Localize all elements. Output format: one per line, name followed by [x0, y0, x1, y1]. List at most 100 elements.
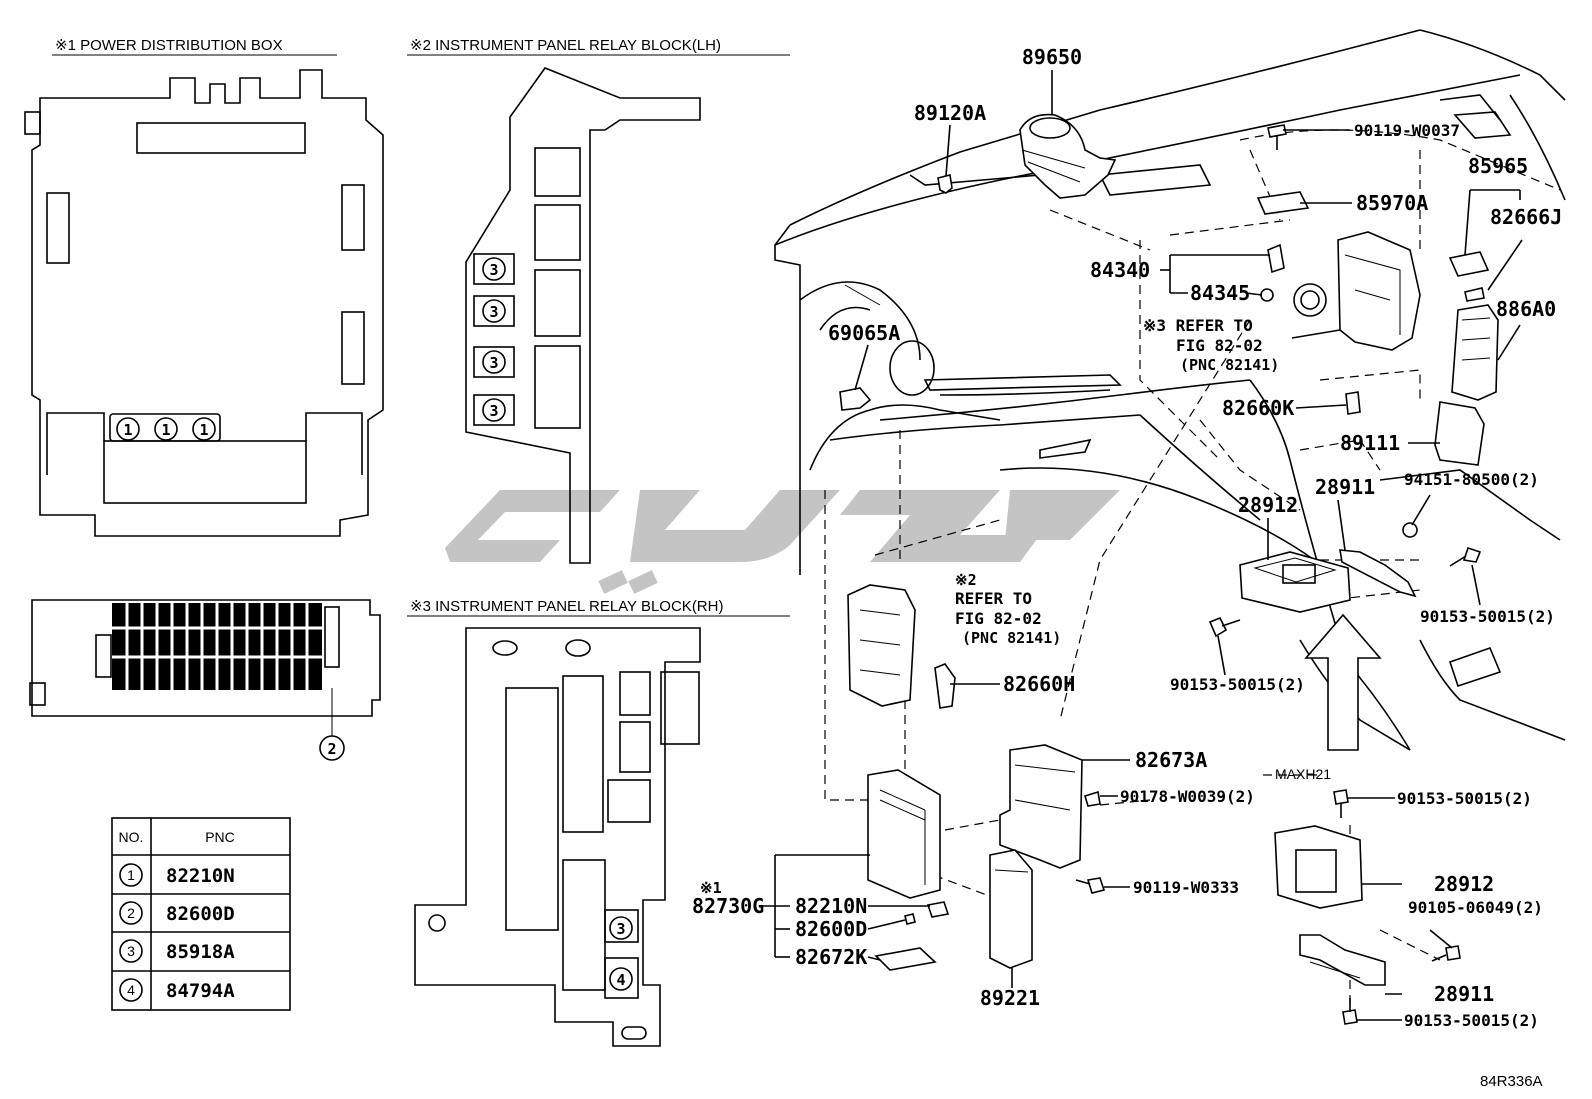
- part-84345-switch: [1260, 243, 1285, 302]
- label-90105-06049: 90105-06049(2): [1408, 898, 1543, 917]
- title-relay-block-rh: ※3 INSTRUMENT PANEL RELAY BLOCK(RH): [410, 598, 723, 615]
- pnc-table: NO. PNC 1 82210N 2 82600D 3 85918A 4 847…: [111, 817, 291, 1011]
- label-90119-W0333: 90119-W0333: [1133, 878, 1239, 897]
- part-28912-ecu-maxh21: [1274, 825, 1363, 909]
- part-82730G-junction-block: [867, 769, 941, 899]
- part-90153-bolt-c: [1333, 789, 1349, 818]
- part-28912-ecu: [1239, 551, 1351, 613]
- label-94151-80500: 94151-80500(2): [1404, 470, 1539, 489]
- table-row-no: 2: [127, 905, 135, 921]
- label-90119-W0037: 90119-W0037: [1354, 121, 1460, 140]
- svg-text:1: 1: [161, 421, 170, 439]
- label-refer2-c: FIG 82-02: [955, 609, 1042, 628]
- part-90178-clip: [1084, 790, 1101, 807]
- svg-text:3: 3: [489, 303, 498, 321]
- label-886A0: 886A0: [1496, 297, 1556, 321]
- title-relay-block-lh: ※2 INSTRUMENT PANEL RELAY BLOCK(LH): [410, 37, 721, 54]
- svg-text:2: 2: [327, 740, 336, 758]
- svg-text:1: 1: [199, 421, 208, 439]
- label-82660H: 82660H: [1003, 672, 1075, 696]
- relay-block-rh: [414, 627, 701, 1047]
- leader-lines: [760, 70, 1523, 1021]
- part-89120A-clip: [937, 174, 953, 194]
- power-distribution-box-top: [24, 69, 384, 537]
- label-28912-b: 28912: [1434, 872, 1494, 896]
- part-90153-bolt-b: [1208, 616, 1241, 638]
- relay-block-lh: [465, 67, 701, 564]
- part-89650-sensor: [1019, 113, 1117, 199]
- part-82660K-relay: [1345, 391, 1361, 415]
- label-89111: 89111: [1340, 431, 1400, 455]
- part-85970A-bracket: [1256, 191, 1310, 215]
- table-row-no: 3: [127, 943, 135, 959]
- part-82666J-clip: [1464, 287, 1485, 302]
- relay-callout-3: 3: [482, 350, 506, 374]
- label-84340: 84340: [1090, 258, 1150, 282]
- table-row-pnc: 84794A: [166, 980, 235, 1002]
- label-82600D: 82600D: [795, 917, 867, 941]
- part-90153-bolt-a: [1449, 546, 1482, 567]
- label-82210N: 82210N: [795, 894, 867, 918]
- svg-text:3: 3: [616, 920, 625, 938]
- arrow-up-icon: [1304, 613, 1382, 751]
- part-82672K-cover: [874, 947, 937, 971]
- part-90119W0037-bolt: [1267, 124, 1287, 150]
- fuse-callout-2: 2: [319, 735, 345, 761]
- table-header-no: NO.: [119, 829, 144, 845]
- part-28911-bracket: [1339, 549, 1417, 598]
- label-refer2-a: ※2: [955, 571, 977, 589]
- part-82673A-bracket: [999, 744, 1083, 869]
- label-maxh21: MAXH21: [1275, 766, 1331, 782]
- label-28912-a: 28912: [1238, 493, 1298, 517]
- label-89221: 89221: [980, 986, 1040, 1010]
- fuse-callout-1b: 1: [154, 417, 178, 441]
- fuse-callout-1a: 1: [116, 417, 140, 441]
- svg-text:3: 3: [489, 261, 498, 279]
- label-82660K: 82660K: [1222, 396, 1294, 420]
- part-90153-bolt-d: [1342, 998, 1358, 1025]
- part-82660H-relay: [934, 663, 956, 709]
- relay-callout-3: 3: [482, 398, 506, 422]
- table-header-pnc: PNC: [205, 829, 235, 845]
- part-89111-module: [1434, 401, 1485, 466]
- watermark-logo: [445, 490, 1120, 594]
- label-85970A: 85970A: [1356, 191, 1428, 215]
- label-28911-a: 28911: [1315, 475, 1375, 499]
- relay-callout-3: 3: [482, 257, 506, 281]
- label-refer3-c: (PNC 82141): [1180, 356, 1279, 374]
- svg-text:1: 1: [123, 421, 132, 439]
- label-28911-b: 28911: [1434, 982, 1494, 1006]
- part-90105-bolt: [1431, 945, 1461, 962]
- title-power-distribution-box: ※1 POWER DISTRIBUTION BOX: [55, 37, 283, 54]
- part-69065A-switch: [839, 387, 872, 411]
- svg-text:3: 3: [489, 354, 498, 372]
- label-84345: 84345: [1190, 281, 1250, 305]
- label-90153-50015-c: 90153-50015(2): [1397, 789, 1532, 808]
- label-90153-50015-b: 90153-50015(2): [1170, 675, 1305, 694]
- part-28911-bracket-maxh21: [1299, 934, 1386, 986]
- relay-callout-3: 3: [482, 299, 506, 323]
- label-refer3-b: FIG 82-02: [1176, 336, 1263, 355]
- part-886A0-module: [1451, 304, 1499, 401]
- label-refer2-b: REFER TO: [955, 589, 1032, 608]
- part-82141-relay-block: [847, 584, 916, 707]
- label-82666J: 82666J: [1490, 205, 1562, 229]
- label-90153-50015-a: 90153-50015(2): [1420, 607, 1555, 626]
- relay-callout-4: 4: [609, 967, 633, 991]
- label-89120A: 89120A: [914, 101, 986, 125]
- part-90119W0333-bolt: [1075, 877, 1106, 894]
- label-refer2-d: (PNC 82141): [962, 629, 1061, 647]
- label-82730G: 82730G: [692, 894, 764, 918]
- drawing-number: 84R336A: [1480, 1073, 1543, 1090]
- label-star1: ※1: [700, 879, 722, 897]
- label-89650: 89650: [1022, 45, 1082, 69]
- label-82673A: 82673A: [1135, 748, 1207, 772]
- table-row-pnc: 82600D: [166, 903, 235, 925]
- svg-text:3: 3: [489, 402, 498, 420]
- label-85965: 85965: [1468, 154, 1528, 178]
- table-row-no: 1: [127, 867, 135, 883]
- label-90178-W0039: 90178-W0039(2): [1120, 787, 1255, 806]
- part-relay-bracket-rh: [1337, 231, 1421, 351]
